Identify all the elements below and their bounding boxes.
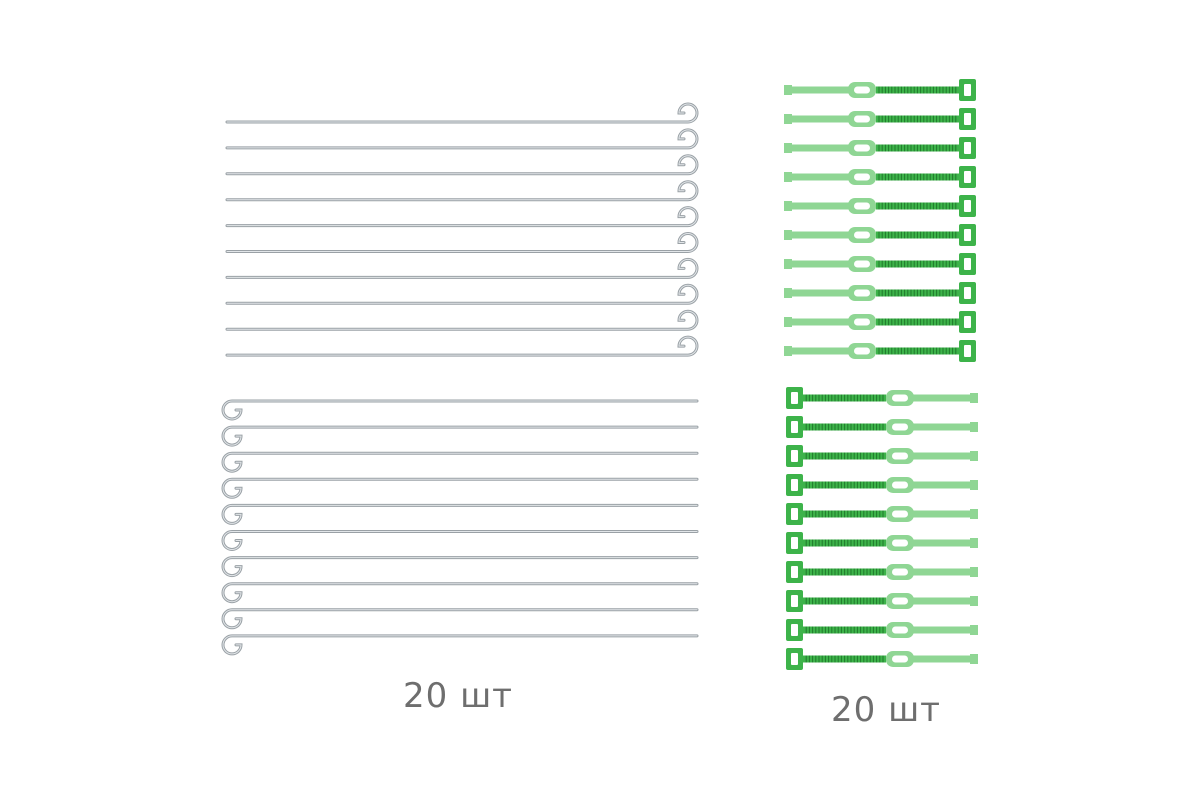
cable-tie	[784, 282, 976, 304]
cable-tie	[786, 503, 978, 525]
wire-skewer	[221, 503, 699, 525]
wire-skewer	[221, 608, 699, 630]
cable-tie	[784, 340, 976, 362]
wire-skewer	[221, 425, 699, 447]
wire-skewer	[225, 180, 699, 202]
cable-tie	[786, 416, 978, 438]
cable-tie	[786, 590, 978, 612]
cable-tie	[784, 224, 976, 246]
skewer-group	[221, 102, 699, 656]
wire-skewer	[221, 582, 699, 604]
cable-tie-group	[784, 79, 978, 670]
cable-tie	[786, 474, 978, 496]
cable-tie	[786, 387, 978, 409]
cable-tie	[786, 445, 978, 467]
wire-skewer	[221, 451, 699, 473]
cable-tie	[784, 137, 976, 159]
cable-tie	[786, 619, 978, 641]
wire-skewer	[225, 309, 699, 331]
wire-skewer	[221, 477, 699, 499]
cable-tie	[784, 311, 976, 333]
wire-skewer	[221, 399, 699, 421]
cable-tie	[786, 561, 978, 583]
wire-skewer	[221, 556, 699, 578]
wire-skewer	[225, 206, 699, 228]
cable-tie	[784, 195, 976, 217]
wire-skewer	[225, 283, 699, 305]
wire-skewer	[221, 530, 699, 551]
wire-skewer	[225, 128, 699, 150]
wire-skewer	[221, 634, 699, 656]
cable-tie	[784, 108, 976, 130]
wire-skewer	[225, 257, 699, 279]
wire-skewer	[225, 102, 699, 124]
cable-tie	[784, 253, 976, 275]
cable-tie	[786, 532, 978, 554]
cable-tie-count-label: 20 шт	[831, 690, 941, 730]
cable-tie	[784, 79, 976, 101]
cable-tie	[786, 648, 978, 670]
wire-skewer	[225, 232, 699, 253]
skewer-count-label: 20 шт	[403, 676, 513, 716]
wire-skewer	[225, 335, 699, 357]
wire-skewer	[225, 154, 699, 176]
cable-tie	[784, 166, 976, 188]
